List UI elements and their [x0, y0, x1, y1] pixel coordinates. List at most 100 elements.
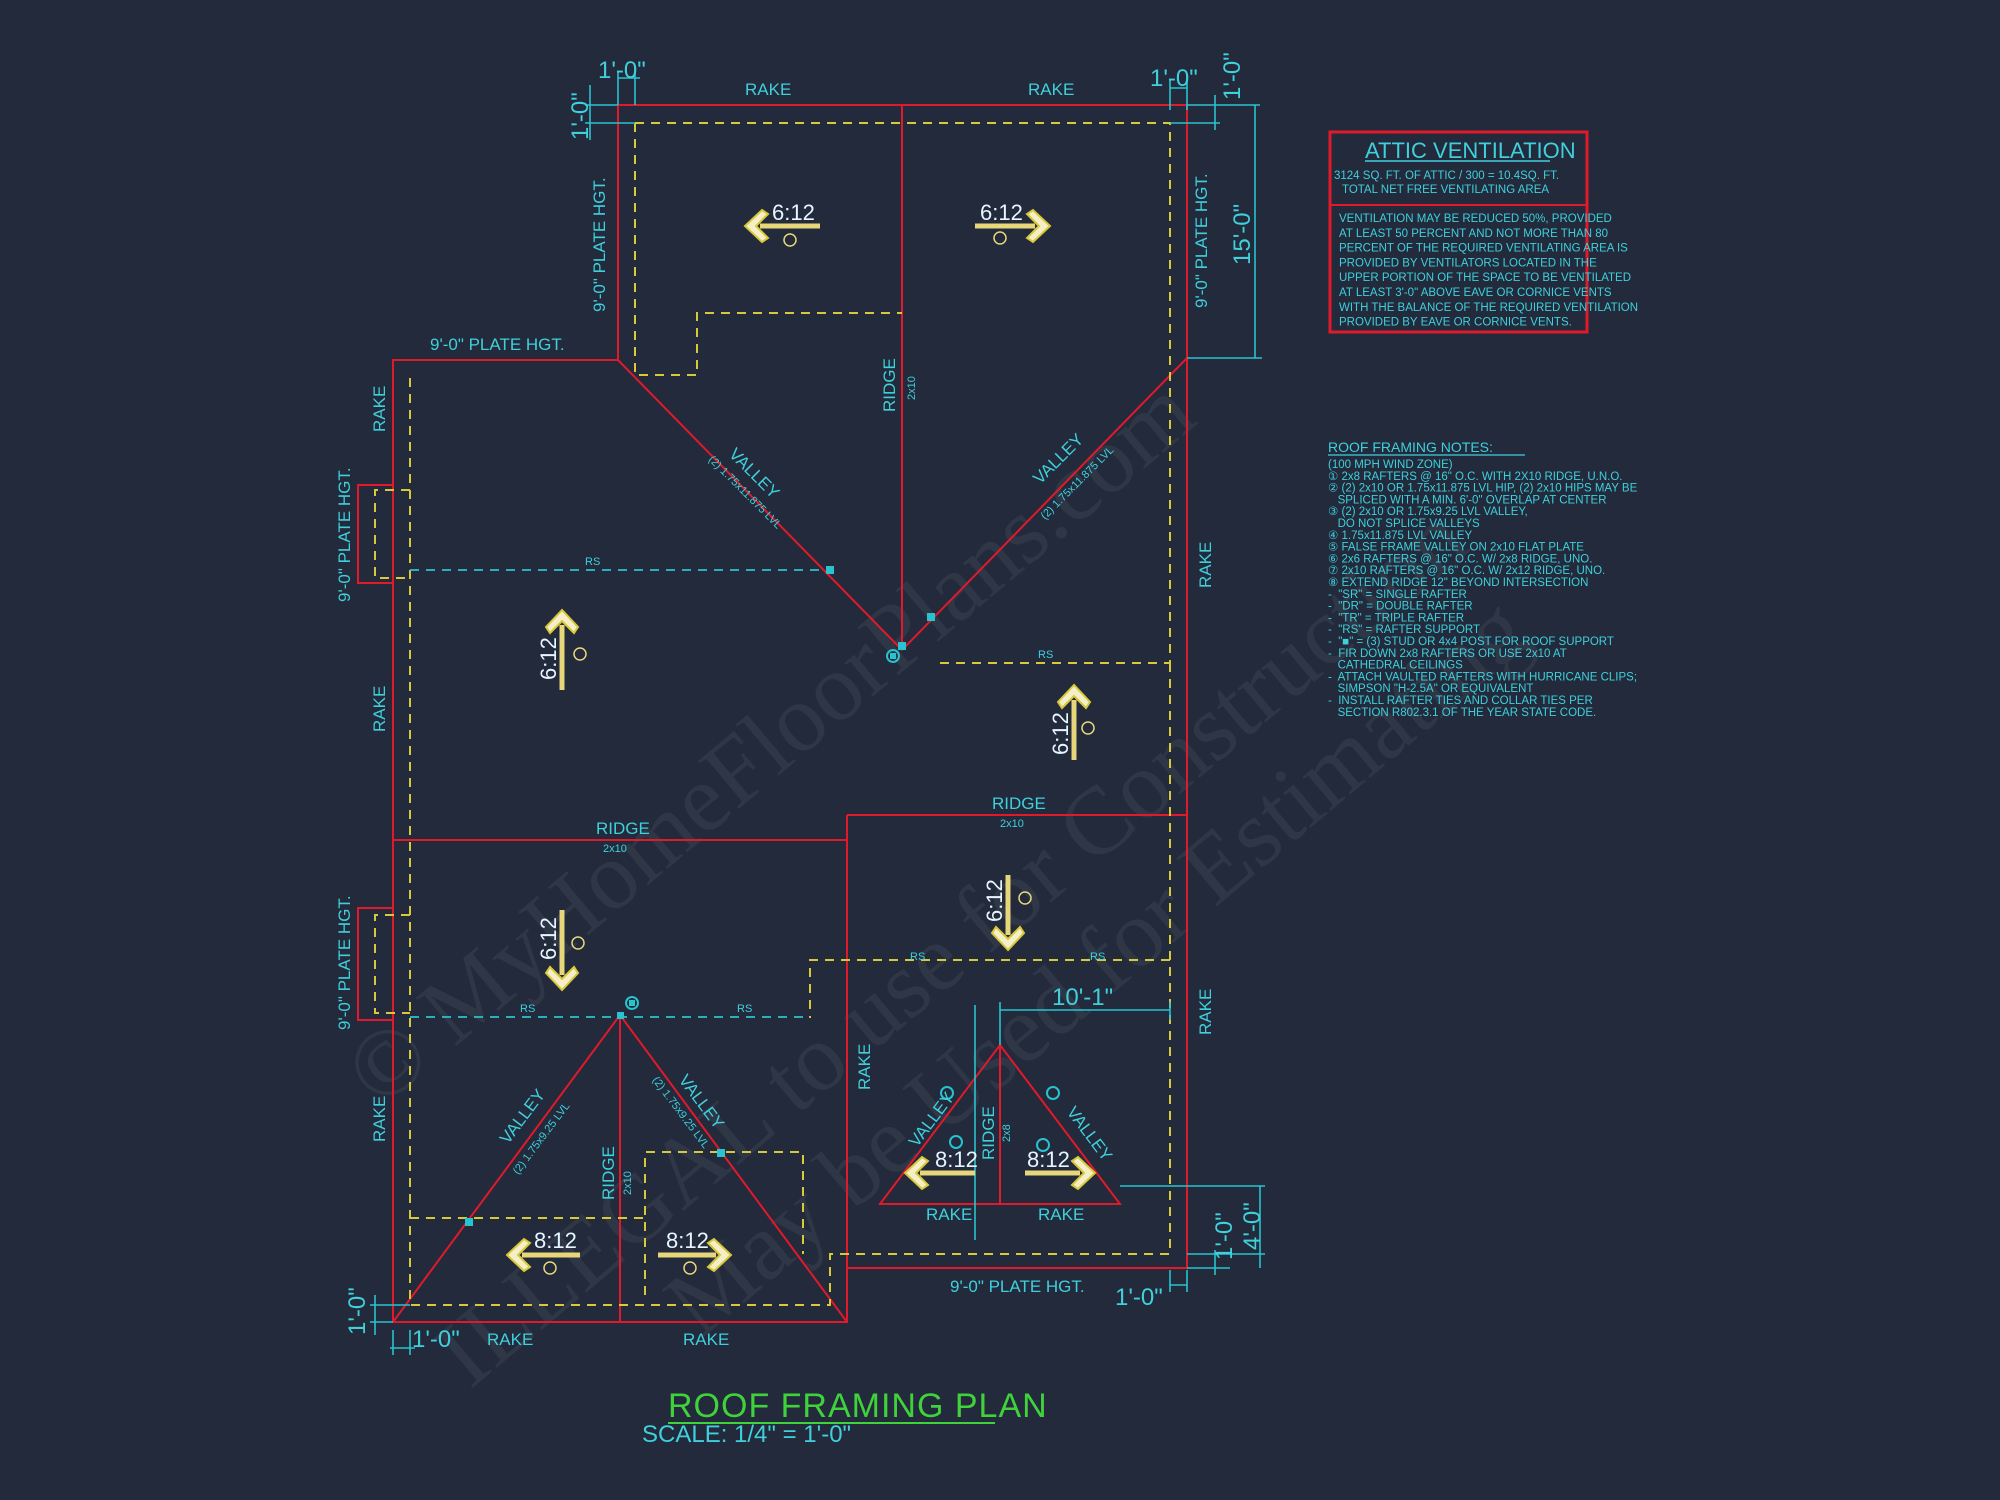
- eave-lines: [374, 122, 1171, 1306]
- rake-label-gable-right: RAKE: [1038, 1205, 1084, 1224]
- rake-label-bottom-left: RAKE: [487, 1330, 533, 1349]
- dim-bottom-right-horizontal: 1'-0": [1115, 1284, 1163, 1311]
- pitch-gable-lower-left-1: 8:12: [534, 1228, 577, 1253]
- pitch-left-lower: 6:12: [536, 917, 561, 960]
- dim-bottom-right-vertical-1: 1'-0": [1211, 1212, 1238, 1260]
- valley-label-gable-right: VALLEY: [1063, 1103, 1116, 1165]
- ridge-label-gable: RIDGE: [979, 1106, 998, 1160]
- attic-body-line-1: VENTILATION MAY BE REDUCED 50%, PROVIDED: [1339, 213, 1612, 225]
- ridge-label-right: RIDGE: [992, 794, 1046, 813]
- notes-line-5: ③ (2) 2x10 OR 1.75x9.25 LVL VALLEY,: [1328, 506, 1528, 518]
- pitch-left-upper: 6:12: [536, 637, 561, 680]
- pitch-gable-small-right: 8:12: [1027, 1147, 1070, 1172]
- dim-bottom-left-vertical: 1'-0": [344, 1287, 371, 1335]
- ridge-size-right: 2x10: [1000, 818, 1024, 830]
- pitch-upper-left: 6:12: [772, 200, 815, 225]
- pitch-right-lower: 6:12: [982, 879, 1007, 922]
- rs-label-lower-right: RS: [737, 1003, 752, 1015]
- rake-label-top-right: RAKE: [1028, 80, 1074, 99]
- notes-line-13: - "DR" = DOUBLE RAFTER: [1328, 601, 1473, 613]
- notes-line-20: SIMPSON "H-2.5A" OR EQUIVALENT: [1328, 683, 1533, 695]
- attic-body: VENTILATION MAY BE REDUCED 50%, PROVIDED…: [1339, 213, 1638, 329]
- notes-line-22: SECTION R802.3.1 OF THE YEAR STATE CODE.: [1328, 707, 1596, 719]
- plate-hgt-left-1: 9'-0" PLATE HGT.: [335, 467, 354, 602]
- attic-body-line-8: PROVIDED BY EAVE OR CORNICE VENTS.: [1339, 317, 1572, 329]
- dimension-lines: 1'-0" 1'-0" 1'-0" 1'-0" 15'-0" 10'-1" 1'…: [344, 52, 1266, 1355]
- roof-framing-notes: ROOF FRAMING NOTES: (100 MPH WIND ZONE)①…: [1328, 439, 1638, 719]
- rake-label-left-3: RAKE: [370, 1096, 389, 1142]
- rs-label-middle-left: RS: [910, 951, 925, 963]
- attic-calc-line-1: 3124 SQ. FT. OF ATTIC / 300 = 10.4SQ. FT…: [1334, 170, 1559, 182]
- attic-body-line-3: PERCENT OF THE REQUIRED VENTILATING AREA…: [1339, 243, 1628, 255]
- dim-ten-one: 10'-1": [1052, 984, 1113, 1011]
- notes-line-4: SPLICED WITH A MIN. 6'-0" OVERLAP AT CEN…: [1328, 494, 1607, 506]
- attic-calc-line-2: TOTAL NET FREE VENTILATING AREA: [1342, 184, 1549, 196]
- notes-line-18: CATHEDRAL CEILINGS: [1328, 660, 1463, 672]
- rake-labels: RAKE RAKE RAKE RAKE RAKE RAKE RAKE RAKE …: [370, 80, 1215, 1349]
- ridge-size-upper: 2x10: [906, 376, 918, 400]
- notes-line-19: - ATTACH VAULTED RAFTERS WITH HURRICANE …: [1328, 671, 1637, 683]
- ridge-size-gable: 2x8: [1001, 1124, 1013, 1142]
- notes-line-21: - INSTALL RAFTER TIES AND COLLAR TIES PE…: [1328, 695, 1593, 707]
- title-scale: SCALE: 1/4" = 1'-0": [642, 1421, 851, 1448]
- notes-line-11: ⑧ EXTEND RIDGE 12" BEYOND INTERSECTION: [1328, 577, 1588, 589]
- notes-line-7: ④ 1.75x11.875 LVL VALLEY: [1328, 530, 1472, 542]
- plate-hgt-upper-vertical: 9'-0" PLATE HGT.: [590, 177, 609, 312]
- plate-hgt-bottom: 9'-0" PLATE HGT.: [950, 1277, 1085, 1296]
- rs-label-lower-left: RS: [520, 1003, 535, 1015]
- notes-line-1: (100 MPH WIND ZONE): [1328, 459, 1453, 471]
- rake-label-right-1: RAKE: [1196, 542, 1215, 588]
- notes-title: ROOF FRAMING NOTES:: [1328, 439, 1493, 455]
- rake-label-left-2: RAKE: [370, 686, 389, 732]
- rake-label-gable-left: RAKE: [926, 1205, 972, 1224]
- notes-line-15: - "RS" = RAFTER SUPPORT: [1328, 624, 1480, 636]
- rs-label-middle-right: RS: [1090, 951, 1105, 963]
- title-main: ROOF FRAMING PLAN: [668, 1387, 1048, 1425]
- attic-body-line-6: AT LEAST 3'-0" ABOVE EAVE OR CORNICE VEN…: [1339, 287, 1612, 299]
- attic-title: ATTIC VENTILATION: [1365, 138, 1576, 163]
- pitch-arrows: 6:12 6:12 6:12 6:12 6:12 6:12 8:12: [505, 200, 1097, 1275]
- ridge-label-upper: RIDGE: [880, 358, 899, 412]
- dim-fifteen-foot: 15'-0": [1229, 204, 1256, 265]
- pitch-gable-small-left: 8:12: [935, 1147, 978, 1172]
- attic-ventilation-box: ATTIC VENTILATION 3124 SQ. FT. OF ATTIC …: [1328, 130, 1638, 334]
- attic-body-line-7: WITH THE BALANCE OF THE REQUIRED VENTILA…: [1339, 302, 1638, 314]
- post-markers: [465, 566, 1060, 1226]
- pitch-gable-lower-left-2: 8:12: [666, 1228, 709, 1253]
- pitch-right-middle: 6:12: [1048, 712, 1073, 755]
- plate-hgt-left-2: 9'-0" PLATE HGT.: [335, 895, 354, 1030]
- dim-bottom-right-vertical-4: 4'-0": [1239, 1202, 1266, 1250]
- rs-label-right: RS: [1038, 649, 1053, 661]
- attic-body-line-2: AT LEAST 50 PERCENT AND NOT MORE THAN 80: [1339, 228, 1608, 240]
- notes-line-12: - "SR" = SINGLE RAFTER: [1328, 589, 1467, 601]
- attic-body-line-5: UPPER PORTION OF THE SPACE TO BE VENTILA…: [1339, 272, 1631, 284]
- notes-line-8: ⑤ FALSE FRAME VALLEY ON 2x10 FLAT PLATE: [1328, 542, 1584, 554]
- plate-hgt-top-left: 9'-0" PLATE HGT.: [430, 335, 565, 354]
- notes-line-17: - FIR DOWN 2x8 RAFTERS OR USE 2x10 AT: [1328, 648, 1567, 660]
- ridge-label-lower: RIDGE: [599, 1146, 618, 1200]
- notes-line-16: - "■" = (3) STUD OR 4x4 POST FOR ROOF SU…: [1328, 636, 1614, 648]
- notes-line-3: ② (2) 2x10 OR 1.75x11.875 LVL HIP, (2) 2…: [1328, 483, 1638, 495]
- ridge-size-lower: 2x10: [622, 1171, 634, 1195]
- notes-line-9: ⑥ 2x6 RAFTERS @ 16" O.C. W/ 2x8 RIDGE, U…: [1328, 553, 1592, 565]
- drawing-title: ROOF FRAMING PLAN SCALE: 1/4" = 1'-0": [642, 1387, 1048, 1448]
- rafter-support-lines: [410, 569, 830, 1018]
- notes-line-10: ⑦ 2x10 RAFTERS @ 16" O.C. W/ 2x12 RIDGE,…: [1328, 565, 1605, 577]
- notes-line-14: - "TR" = TRIPLE RAFTER: [1328, 612, 1464, 624]
- rake-label-left-1: RAKE: [370, 386, 389, 432]
- dim-top-right-horizontal: 1'-0": [1150, 65, 1198, 92]
- attic-body-line-4: PROVIDED BY VENTILATORS LOCATED IN THE: [1339, 257, 1597, 269]
- ridge-size-middle: 2x10: [603, 843, 627, 855]
- rake-label-inner: RAKE: [855, 1044, 874, 1090]
- dim-top-left-vertical: 1'-0": [567, 92, 594, 140]
- rake-label-top-left: RAKE: [745, 80, 791, 99]
- rs-label-upper: RS: [585, 556, 600, 568]
- plate-height-labels: 9'-0" PLATE HGT. 9'-0" PLATE HGT. 9'-0" …: [335, 173, 1211, 1296]
- notes-body: (100 MPH WIND ZONE)① 2x8 RAFTERS @ 16" O…: [1328, 459, 1638, 719]
- plate-hgt-right-vertical: 9'-0" PLATE HGT.: [1192, 173, 1211, 308]
- notes-line-2: ① 2x8 RAFTERS @ 16" O.C. WITH 2X10 RIDGE…: [1328, 471, 1622, 483]
- ridge-label-middle: RIDGE: [596, 819, 650, 838]
- rake-label-right-2: RAKE: [1196, 989, 1215, 1035]
- dim-top-right-vertical: 1'-0": [1219, 52, 1246, 100]
